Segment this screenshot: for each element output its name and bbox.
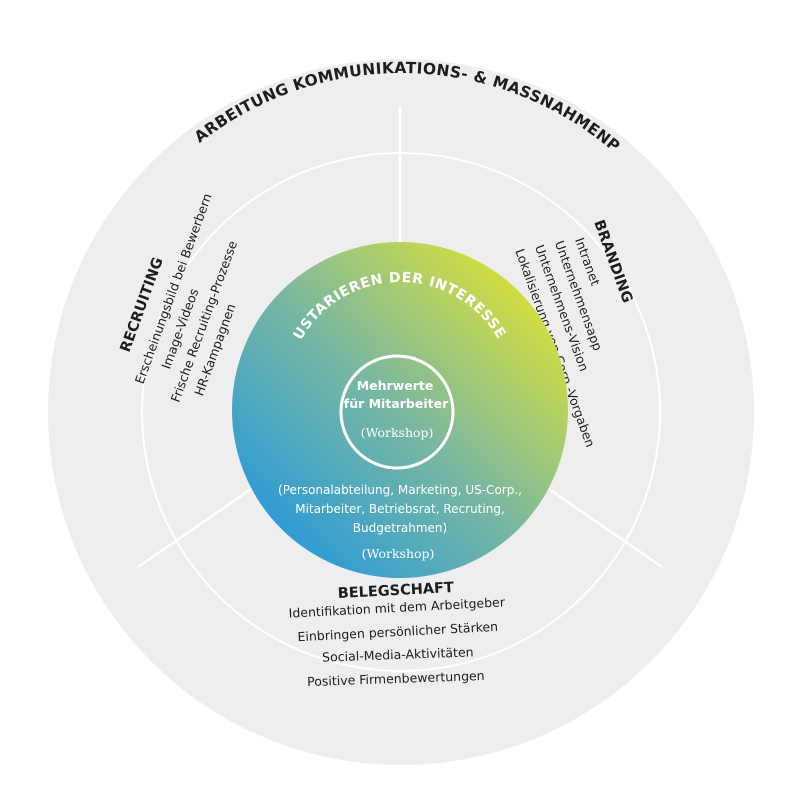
middle-circle-text: (Personalabteilung, Marketing, US-Corp.,… — [278, 483, 522, 561]
core-line-1: Mehrwerte — [357, 378, 434, 393]
divider-right — [539, 481, 663, 569]
belegschaft-item-4: Positive Firmenbewertungen — [307, 668, 485, 689]
core-circle — [339, 354, 455, 470]
stakeholders-line-3: Budgetrahmen) — [353, 521, 447, 535]
divider-left — [137, 481, 261, 569]
core-line-2: für Mitarbeiter — [344, 396, 449, 411]
middle-circle-workshop: (Workshop) — [362, 546, 435, 561]
core-circle-text: Mehrwerte für Mitarbeiter (Workshop) — [344, 378, 449, 440]
belegschaft-title: BELEGSCHAFT — [337, 580, 454, 602]
core-workshop: (Workshop) — [361, 425, 434, 440]
stakeholders-line-1: (Personalabteilung, Marketing, US-Corp., — [278, 483, 522, 497]
belegschaft-item-3: Social-Media-Aktivitäten — [322, 644, 474, 664]
stakeholders-line-2: Mitarbeiter, Betriebsrat, Recruting, — [295, 502, 505, 516]
middle-circle — [232, 242, 568, 578]
